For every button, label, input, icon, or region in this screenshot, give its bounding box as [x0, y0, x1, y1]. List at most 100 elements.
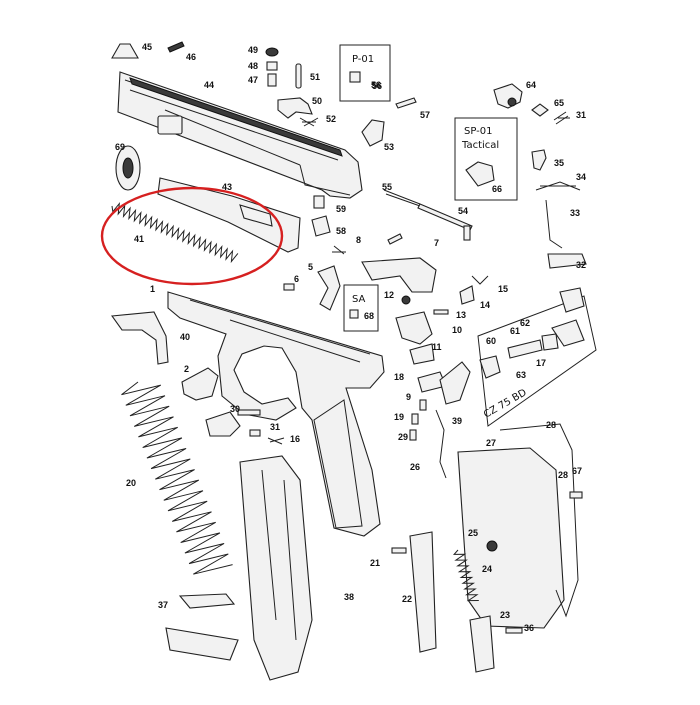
sp01-label: SP-01	[464, 126, 493, 137]
pin-46-part	[167, 41, 185, 53]
part-40	[110, 311, 169, 365]
callout-40: 40	[180, 332, 190, 342]
callout-32: 32	[576, 260, 586, 270]
callout-26: 26	[410, 462, 420, 472]
pin-29-part	[237, 409, 261, 416]
callout-33: 33	[570, 208, 580, 218]
frame-part	[167, 291, 385, 537]
callout-28: 28	[546, 420, 556, 430]
part-30	[249, 429, 261, 437]
sp01-part-number: 66	[492, 184, 502, 194]
callout-57: 57	[420, 110, 430, 120]
callout-31: 31	[576, 110, 586, 120]
callout-25: 25	[468, 528, 478, 538]
callout-28: 28	[558, 470, 568, 480]
part-65	[531, 103, 549, 117]
pin-25-part	[391, 547, 407, 554]
callout-69: 69	[115, 142, 125, 152]
callout-12: 12	[384, 290, 394, 300]
callout-68: 68	[364, 311, 374, 321]
highlight-circle	[100, 186, 284, 286]
sp01-sublabel: Tactical	[461, 140, 499, 151]
pin-57-part	[395, 97, 417, 109]
callout-51: 51	[310, 72, 320, 82]
pin-19-part	[409, 429, 417, 441]
callout-17: 17	[536, 358, 546, 368]
callout-39: 39	[452, 416, 462, 426]
callout-48: 48	[248, 61, 258, 71]
p01-box: P-01 56	[339, 44, 391, 102]
callout-6: 6	[294, 274, 299, 284]
lever-33-part	[545, 199, 563, 249]
sa-box: SA	[343, 284, 379, 332]
callout-52: 52	[326, 114, 336, 124]
pin-13-part	[433, 309, 449, 315]
spring-34-part	[535, 181, 581, 191]
callout-47: 47	[248, 75, 258, 85]
callout-35: 35	[554, 158, 564, 168]
part-58	[311, 215, 331, 237]
small-parts-47-49	[265, 47, 279, 87]
callout-31: 31	[270, 422, 280, 432]
part-32-part	[547, 253, 587, 269]
callout-14: 14	[480, 300, 490, 310]
firing-pin-54-55-part	[383, 189, 473, 241]
callout-41: 41	[134, 234, 144, 244]
ball-12-part	[401, 295, 411, 305]
callout-34: 34	[576, 172, 586, 182]
spring-31-top-part	[553, 111, 570, 125]
callout-36: 36	[524, 623, 534, 633]
spring-52-part	[299, 117, 319, 127]
pin-51-part	[295, 63, 302, 89]
callout-19: 19	[394, 412, 404, 422]
part-29	[205, 411, 241, 437]
callout-16: 16	[290, 434, 300, 444]
callout-27: 27	[486, 438, 496, 448]
part-22	[469, 615, 495, 673]
part-59	[313, 195, 325, 209]
magazine-spring-39-part	[121, 381, 233, 575]
guide-43-part	[157, 177, 301, 253]
callout-60: 60	[486, 336, 496, 346]
callout-38: 38	[344, 592, 354, 602]
follower-38-part	[178, 593, 236, 609]
callout-62: 62	[520, 318, 530, 328]
slide-stop-2-part	[181, 367, 219, 401]
callout-49: 49	[248, 45, 258, 55]
callout-37: 37	[158, 600, 168, 610]
callout-63: 63	[516, 370, 526, 380]
callout-58: 58	[336, 226, 346, 236]
callout-22: 22	[402, 594, 412, 604]
trigger-bar-7-part	[361, 257, 437, 293]
callout-65: 65	[554, 98, 564, 108]
callout-15: 15	[498, 284, 508, 294]
hammer-16-part	[439, 361, 471, 405]
pin-8-part	[387, 233, 403, 245]
grip-27-part	[499, 423, 579, 618]
callout-54: 54	[458, 206, 468, 216]
callout-13: 13	[456, 310, 466, 320]
part-14-part	[459, 285, 475, 305]
p01-part-number: 56	[372, 81, 382, 91]
washer-28-part	[486, 540, 498, 552]
callout-64: 64	[526, 80, 536, 90]
callout-44: 44	[204, 80, 214, 90]
spring-8-extra	[332, 245, 346, 255]
callout-20: 20	[126, 478, 136, 488]
recoil-spring-41-part	[111, 201, 239, 264]
lever-50-part	[277, 97, 313, 119]
callout-29: 29	[398, 432, 408, 442]
callout-55: 55	[382, 182, 392, 192]
callout-18: 18	[394, 372, 404, 382]
grip-26-part	[457, 447, 565, 629]
callout-30: 30	[230, 404, 240, 414]
spring-21-part	[452, 549, 479, 602]
callout-43: 43	[222, 182, 232, 192]
sp01-tactical-box: SP-01 Tactical 66	[454, 117, 518, 201]
part-35	[531, 149, 547, 171]
magazine-36-part	[239, 455, 313, 681]
callout-24: 24	[482, 564, 492, 574]
strut-20-part	[435, 409, 447, 479]
callout-59: 59	[336, 204, 346, 214]
